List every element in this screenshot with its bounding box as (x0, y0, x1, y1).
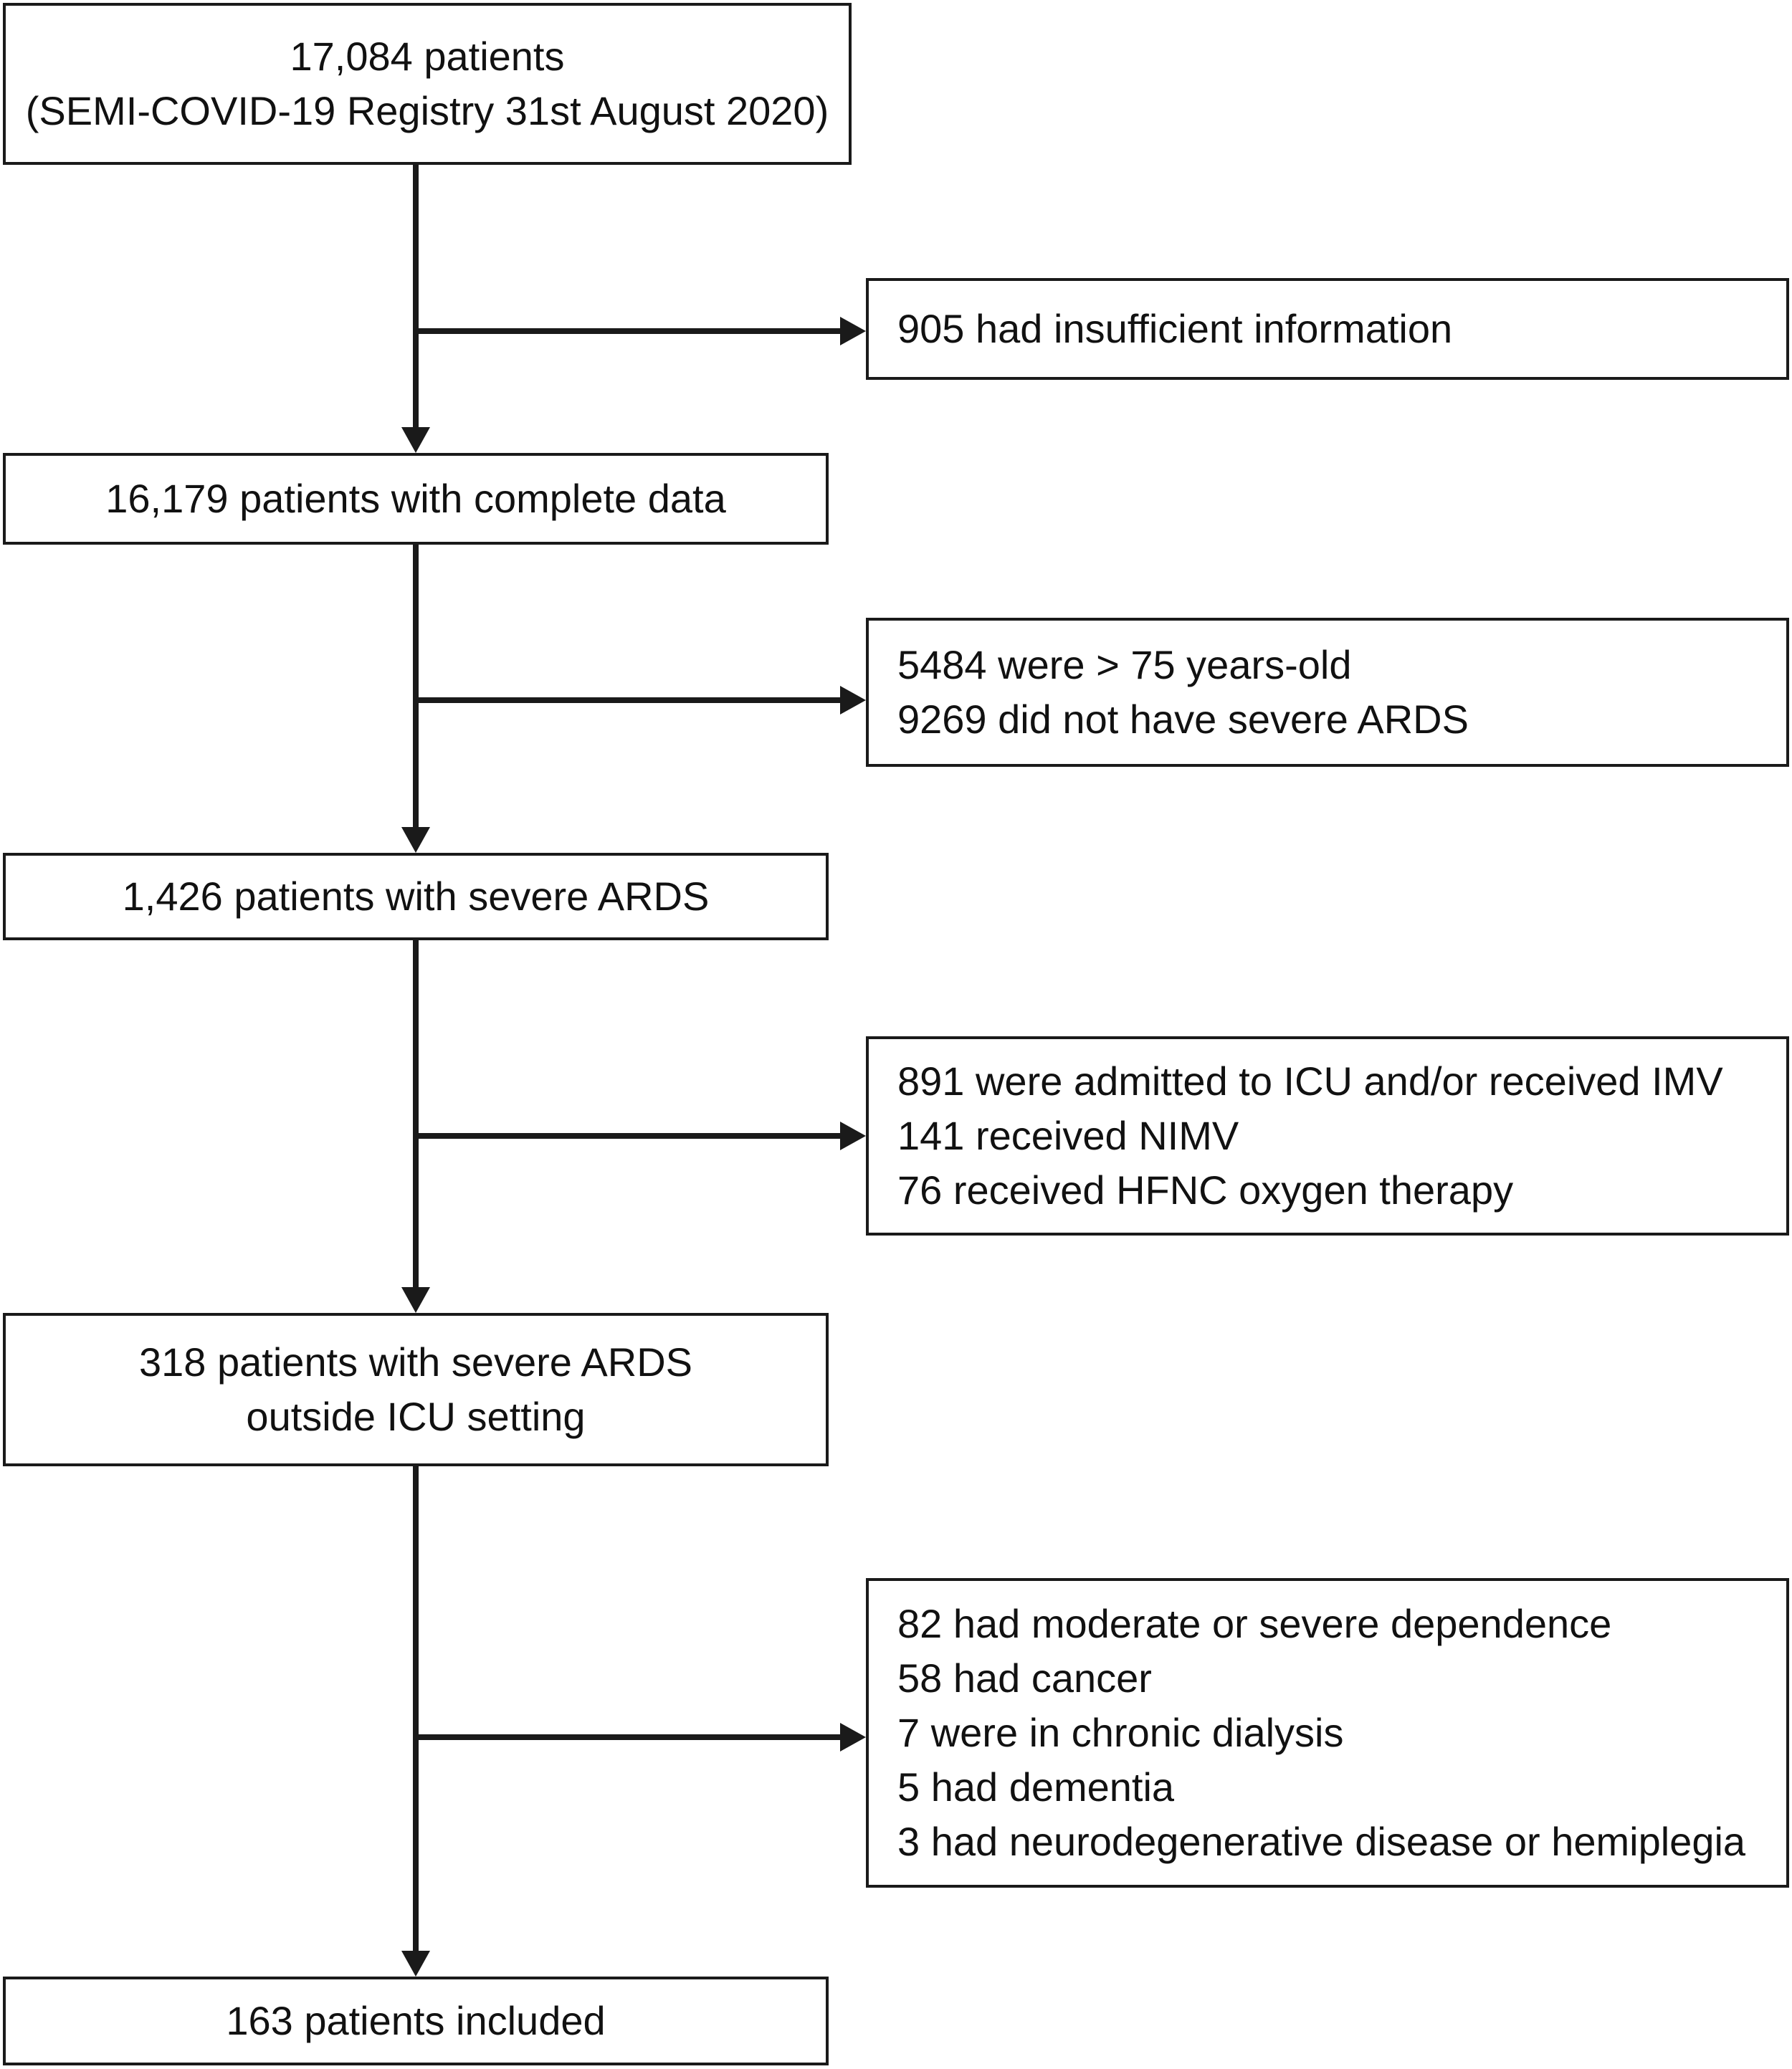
arrowhead-outside-icu (401, 1287, 430, 1313)
box-complete: 16,179 patients with complete data (3, 453, 829, 545)
arrowhead-complete (401, 427, 430, 453)
box-complete-line-1: 16,179 patients with complete data (105, 476, 726, 521)
exclusion-2-line-1: 5484 were > 75 years-old (897, 642, 1352, 687)
exclusion-4-line-5: 3 had neurodegenerative disease or hemip… (897, 1819, 1746, 1864)
box-severe-line-1: 1,426 patients with severe ARDS (122, 874, 710, 919)
box-exclusion-3: 891 were admitted to ICU and/or received… (866, 1036, 1789, 1236)
exclusion-4-line-2: 58 had cancer (897, 1655, 1152, 1701)
arrowhead-excl-4 (840, 1723, 866, 1752)
box-exclusion-4: 82 had moderate or severe dependence 58 … (866, 1578, 1789, 1888)
arrowhead-severe (401, 827, 430, 853)
box-included: 163 patients included (3, 1977, 829, 2065)
exclusion-3-line-3: 76 received HFNC oxygen therapy (897, 1167, 1514, 1213)
box-outside-icu-line-2: outside ICU setting (246, 1394, 586, 1439)
box-outside-icu: 318 patients with severe ARDS outside IC… (3, 1313, 829, 1466)
exclusion-4-line-1: 82 had moderate or severe dependence (897, 1601, 1612, 1646)
box-start-line-2: (SEMI-COVID-19 Registry 31st August 2020… (25, 88, 829, 133)
exclusion-4-line-3: 7 were in chronic dialysis (897, 1710, 1344, 1755)
arrowhead-excl-2 (840, 686, 866, 715)
box-outside-icu-line-1: 318 patients with severe ARDS (139, 1339, 692, 1385)
arrowhead-excl-3 (840, 1122, 866, 1150)
box-start: 17,084 patients (SEMI-COVID-19 Registry … (3, 3, 852, 165)
box-exclusion-2: 5484 were > 75 years-old 9269 did not ha… (866, 618, 1789, 767)
arrowhead-included (401, 1951, 430, 1977)
arrowhead-excl-1 (840, 317, 866, 345)
box-start-line-1: 17,084 patients (290, 34, 565, 79)
exclusion-4-line-4: 5 had dementia (897, 1764, 1175, 1810)
exclusion-1-line-1: 905 had insufficient information (897, 306, 1453, 351)
exclusion-2-line-2: 9269 did not have severe ARDS (897, 697, 1469, 742)
box-severe: 1,426 patients with severe ARDS (3, 853, 829, 940)
box-exclusion-1: 905 had insufficient information (866, 278, 1789, 380)
exclusion-3-line-1: 891 were admitted to ICU and/or received… (897, 1059, 1723, 1104)
exclusion-3-line-2: 141 received NIMV (897, 1113, 1239, 1158)
box-included-line-1: 163 patients included (226, 1998, 606, 2043)
